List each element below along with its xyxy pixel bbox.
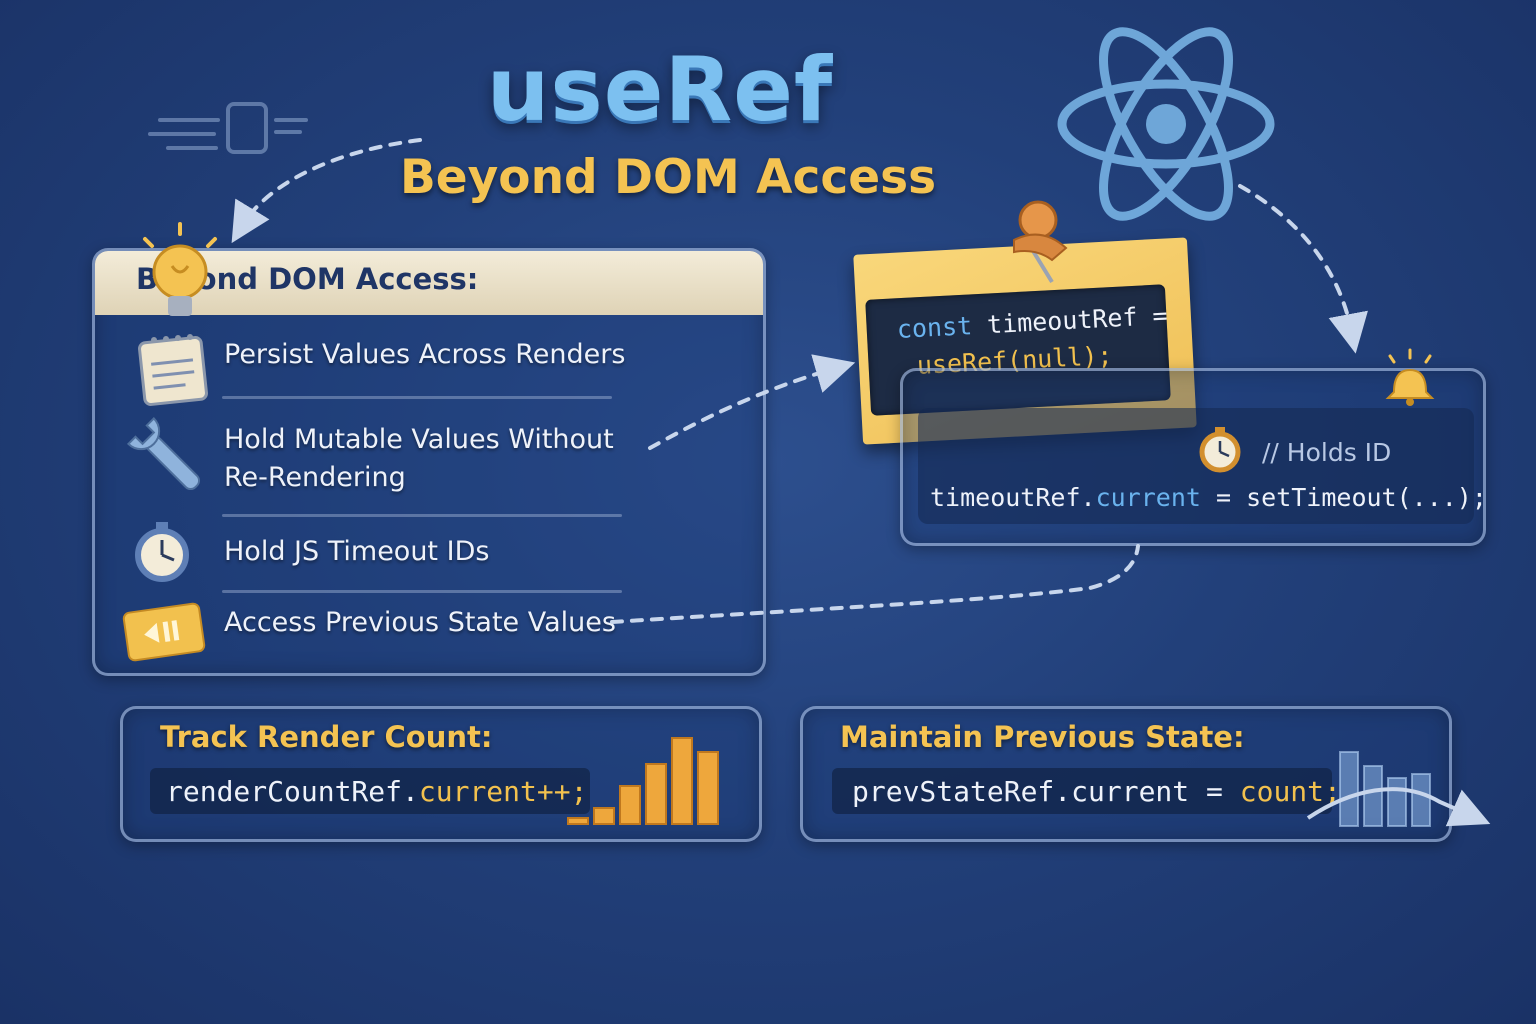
timeout-code-line: timeoutRef.current = setTimeout(...); bbox=[930, 481, 1487, 515]
previous-state-code: prevStateRef.current = count; bbox=[852, 770, 1341, 814]
timeout-comment: // Holds ID bbox=[1262, 438, 1392, 467]
feature-previous-state: Access Previous State Values bbox=[224, 607, 616, 638]
render-count-title: Track Render Count: bbox=[160, 720, 493, 754]
feature-timeout-ids: Hold JS Timeout IDs bbox=[224, 536, 490, 567]
previous-state-chart-icon bbox=[1306, 751, 1491, 827]
bell-icon bbox=[1385, 348, 1435, 406]
notepad-icon bbox=[138, 334, 208, 406]
feature-divider bbox=[222, 396, 612, 399]
connector-arrows bbox=[231, 138, 1368, 624]
code-value: count; bbox=[1239, 775, 1341, 808]
timer-icon bbox=[1199, 427, 1241, 473]
timeout-code-block bbox=[918, 408, 1474, 524]
feature-mutable-values-line2: Re-Rendering bbox=[224, 462, 406, 493]
features-panel bbox=[92, 248, 766, 676]
feature-divider bbox=[222, 590, 622, 593]
react-logo-icon bbox=[1057, 27, 1275, 221]
code-object: prevStateRef.current = bbox=[852, 775, 1240, 808]
render-count-code: renderCountRef.current++; bbox=[166, 770, 587, 814]
page-subtitle: Beyond DOM Access bbox=[399, 150, 937, 205]
code-increment: current++; bbox=[418, 775, 588, 808]
speed-lines-icon bbox=[148, 102, 308, 154]
previous-state-title: Maintain Previous State: bbox=[840, 720, 1245, 754]
code-object: timeoutRef. bbox=[930, 483, 1096, 512]
code-property: current bbox=[1095, 483, 1201, 512]
wrench-icon bbox=[126, 416, 201, 491]
feature-persist-values: Persist Values Across Renders bbox=[224, 339, 626, 370]
stopwatch-icon bbox=[135, 522, 189, 582]
render-count-code-block bbox=[150, 768, 590, 814]
code-assignment: = setTimeout(...); bbox=[1200, 483, 1487, 512]
pushpin-icon bbox=[1013, 200, 1068, 284]
features-panel-header bbox=[95, 251, 763, 315]
feature-mutable-values-line1: Hold Mutable Values Without bbox=[224, 424, 614, 455]
lightbulb-icon bbox=[143, 222, 217, 316]
render-count-bars-icon bbox=[567, 737, 719, 825]
page-title: useRef bbox=[486, 38, 834, 141]
code-object: renderCountRef. bbox=[166, 775, 419, 808]
feature-divider bbox=[222, 514, 622, 517]
rewind-icon bbox=[122, 602, 206, 662]
previous-state-code-block bbox=[832, 768, 1332, 814]
